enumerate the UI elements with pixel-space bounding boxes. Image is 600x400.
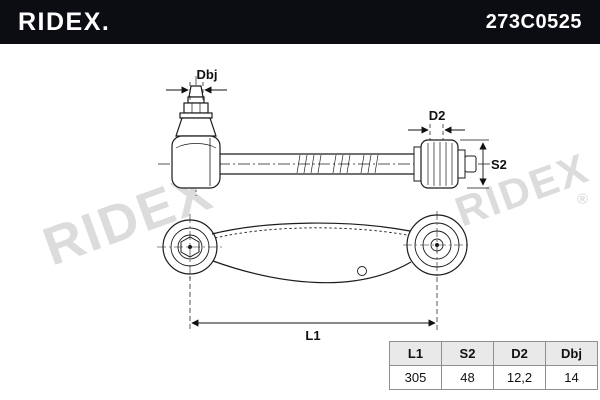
spec-header-s2: S2 — [441, 341, 494, 366]
brand-logo: RIDEX. — [18, 7, 111, 36]
dim-label-l1: L1 — [305, 328, 320, 343]
dim-label-s2: S2 — [491, 157, 507, 172]
technical-drawing: RIDEX RIDEX ® — [36, 67, 596, 343]
watermark-registered-icon: ® — [577, 191, 590, 208]
top-view — [157, 211, 471, 284]
watermarks: RIDEX RIDEX ® — [36, 144, 596, 277]
spec-header-l1: L1 — [389, 341, 442, 366]
dim-label-d2: D2 — [429, 108, 446, 123]
spec-header-dbj: Dbj — [545, 341, 598, 366]
spec-value-d2: 12,2 — [493, 365, 546, 390]
spec-value-s2: 48 — [441, 365, 494, 390]
spec-value-dbj: 14 — [545, 365, 598, 390]
spec-header-row: L1 S2 D2 Dbj — [389, 341, 598, 366]
part-number: 273C0525 — [485, 10, 582, 33]
dim-label-dbj: Dbj — [197, 67, 218, 82]
dimension-annotations — [166, 82, 489, 330]
side-view — [158, 76, 492, 196]
spec-header-d2: D2 — [493, 341, 546, 366]
spec-value-l1: 305 — [389, 365, 442, 390]
spec-table: L1 S2 D2 Dbj 305 48 12,2 14 — [389, 341, 598, 390]
spec-value-row: 305 48 12,2 14 — [389, 365, 598, 390]
header-bar: RIDEX. 273C0525 — [0, 0, 600, 44]
